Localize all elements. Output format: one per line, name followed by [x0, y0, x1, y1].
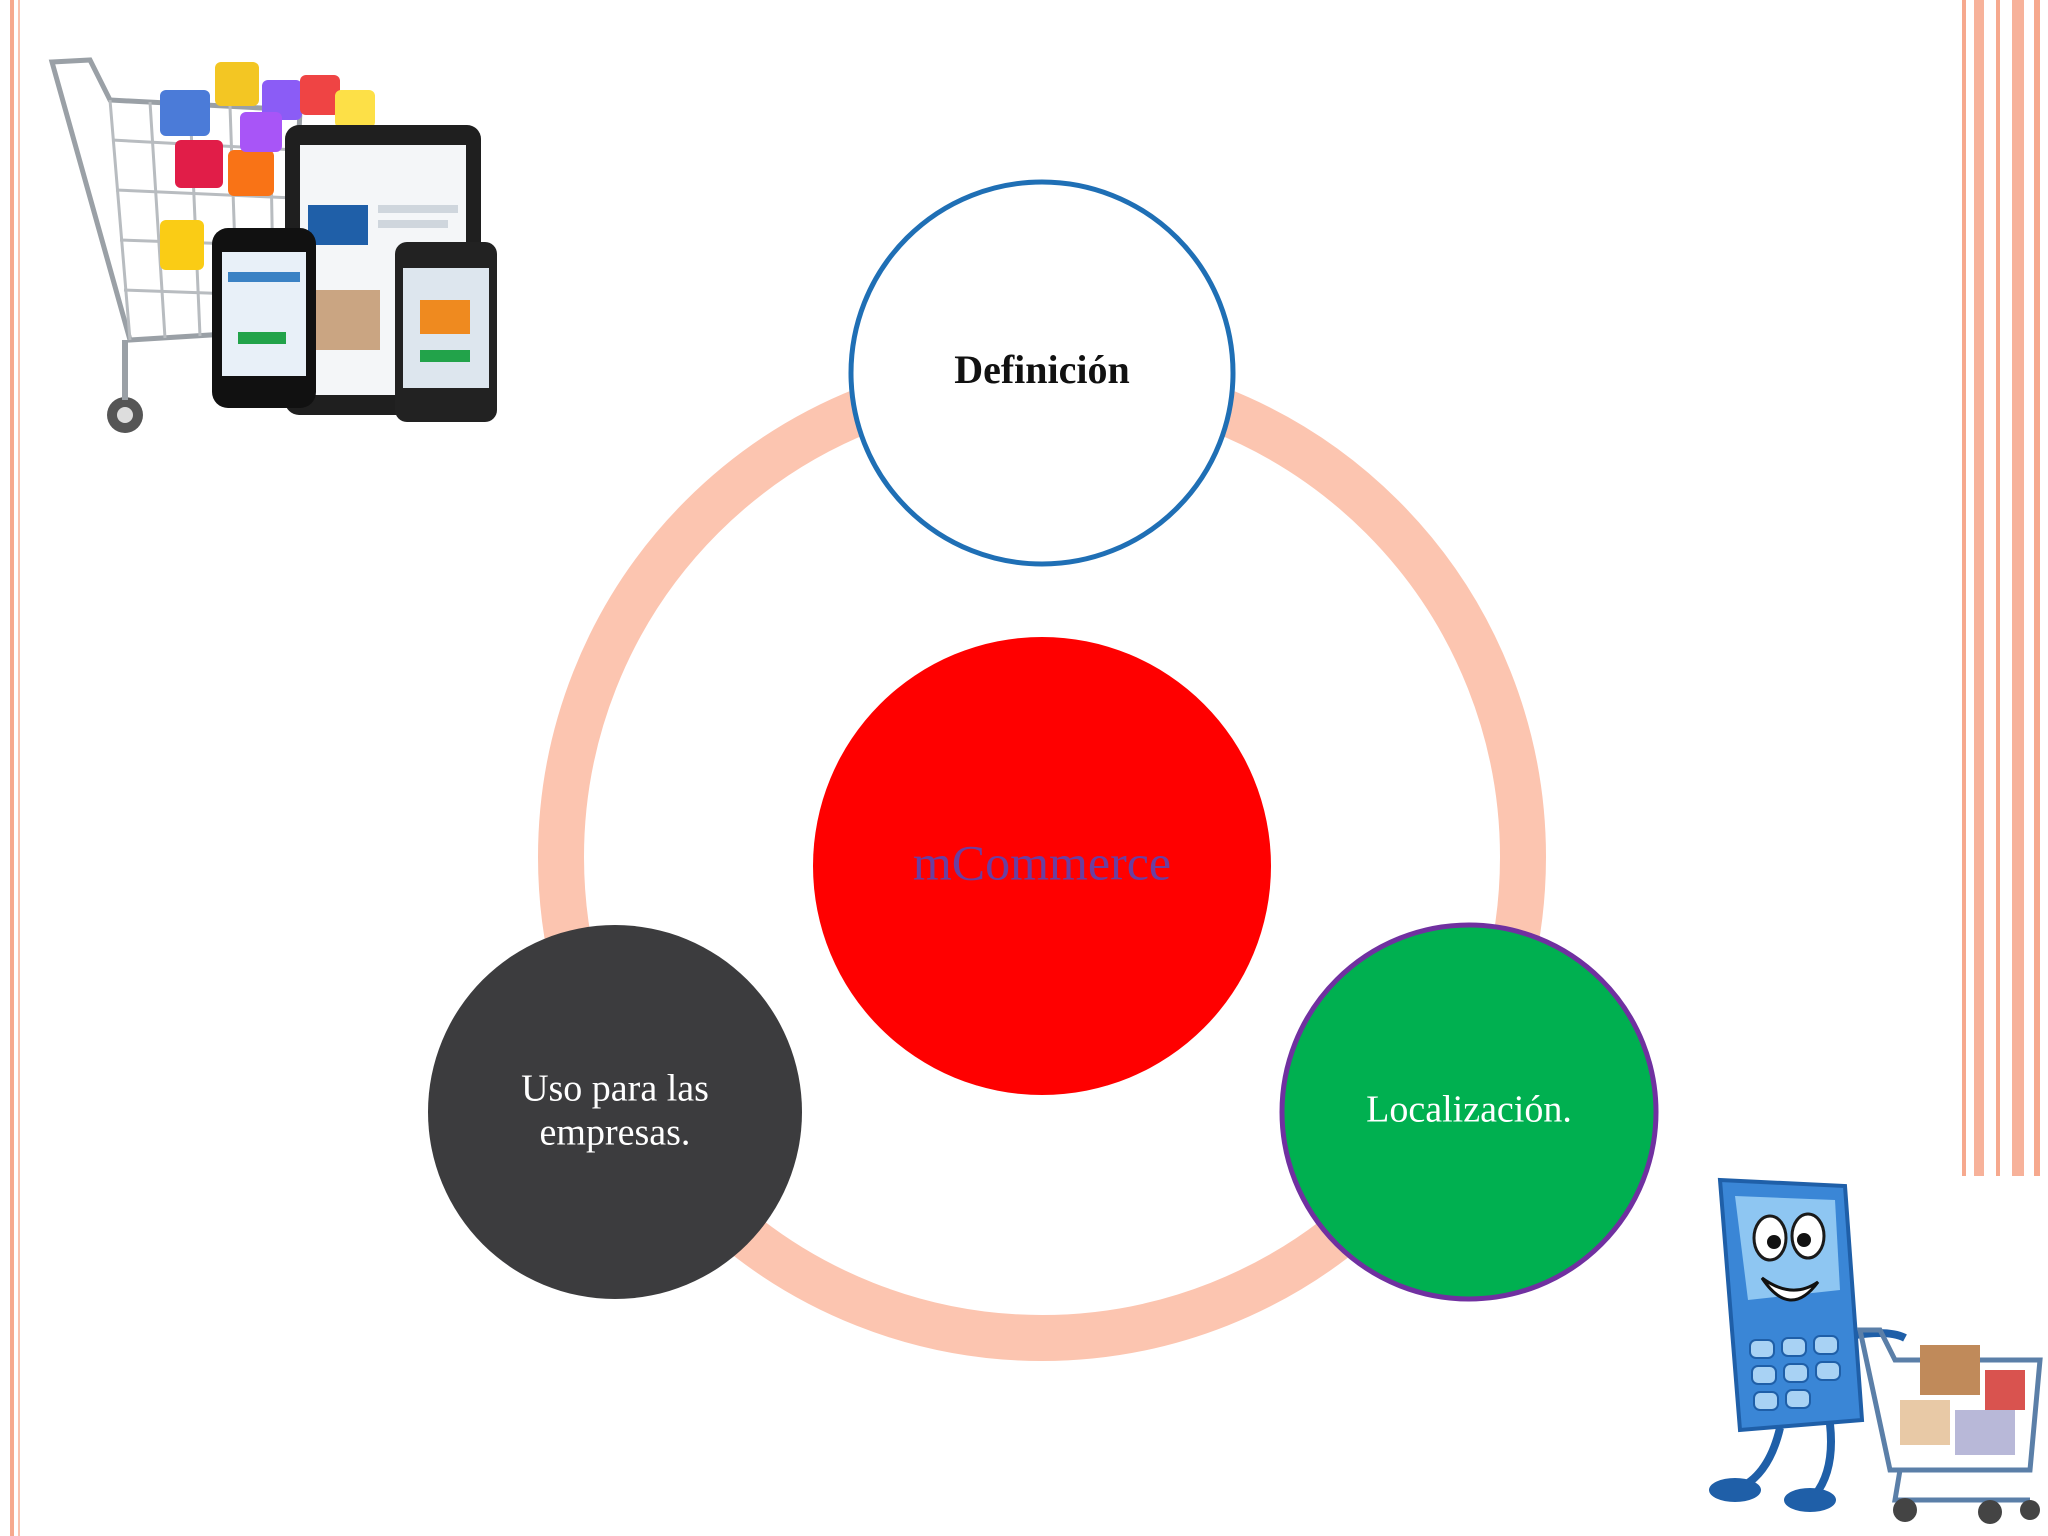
node-uso-label-line1: Uso para las — [521, 1068, 709, 1110]
node-definicion-label: Definición — [954, 347, 1130, 392]
phone-character-cart-image — [1706, 1176, 2048, 1536]
shopping-cart-devices-image — [48, 57, 497, 433]
node-localizacion-label: Localización. — [1366, 1089, 1572, 1131]
node-definicion: Definición — [848, 179, 1236, 567]
left-border-stripe — [10, 0, 14, 1536]
center-node-mcommerce: mCommerce — [813, 637, 1271, 1095]
left-border-stripe-thin — [18, 0, 20, 1536]
right-border-stripe — [1974, 0, 1984, 1536]
right-border-stripe — [1962, 0, 1966, 1536]
right-border-stripe — [2012, 0, 2024, 1536]
right-border-stripe — [1996, 0, 2000, 1536]
node-uso-empresas: Uso para las empresas. — [428, 925, 802, 1299]
node-uso-label-line2: empresas. — [540, 1112, 691, 1154]
node-localizacion: Localización. — [1279, 922, 1659, 1302]
center-node-label: mCommerce — [913, 834, 1171, 890]
right-border-stripe — [2034, 0, 2040, 1536]
